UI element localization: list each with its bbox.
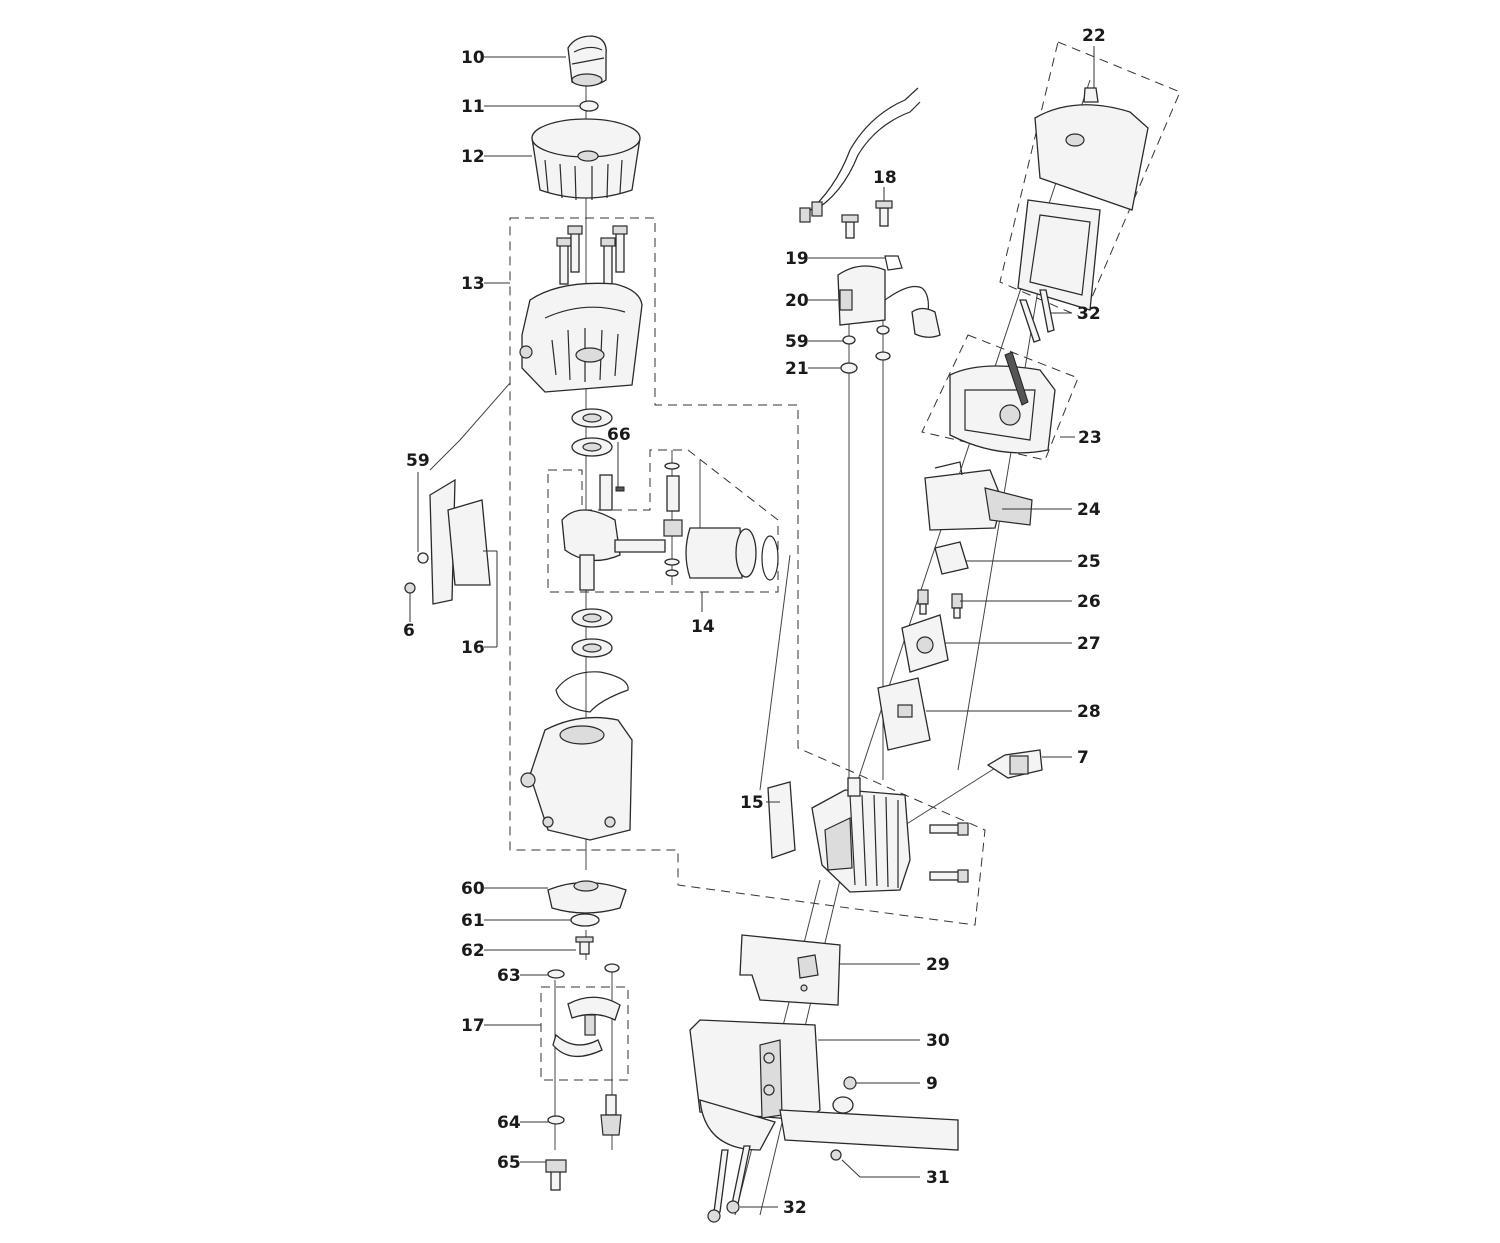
callout-17: 17: [461, 1016, 485, 1036]
part-32-bolts-lower: [707, 1145, 751, 1223]
part-23-filter-base: [949, 351, 1056, 454]
callout-31: 31: [926, 1168, 950, 1188]
callout-29: 29: [926, 955, 950, 975]
part-28-insulator: [877, 677, 931, 751]
callout-27: 27: [1077, 634, 1101, 654]
callout-20: 20: [785, 291, 809, 311]
crankshaft-bearings-lower: [571, 608, 613, 658]
crankcase-lower: [520, 716, 633, 841]
part-22-air-filter-cover: [1017, 87, 1149, 311]
part-7-spark-plug: [986, 749, 1043, 779]
part-6-screw: [404, 582, 416, 594]
part-63-washer: [547, 969, 565, 979]
part-16-intake-plate: [429, 478, 491, 605]
callout-59-left: 59: [406, 451, 430, 471]
part-25-gasket: [934, 541, 969, 575]
part-29-heat-shield: [739, 934, 841, 1006]
part-30-muffler: [689, 1019, 821, 1151]
group-14-outline: [547, 449, 779, 593]
callout-13: 13: [461, 274, 485, 294]
callout-26: 26: [1077, 592, 1101, 612]
callout-7: 7: [1077, 748, 1089, 768]
part-17-clutch: [552, 996, 621, 1057]
callout-28: 28: [1077, 702, 1101, 722]
callout-22: 22: [1082, 26, 1106, 46]
part-15-gasket: [767, 781, 796, 859]
part-18-screw: [875, 200, 893, 227]
callout-18: 18: [873, 168, 897, 188]
callout-12: 12: [461, 147, 485, 167]
part-13-crankcase-half: [519, 282, 643, 393]
part-14-crankshaft-piston: [561, 462, 779, 591]
callout-32-upper: 32: [1077, 304, 1101, 324]
callout-62: 62: [461, 941, 485, 961]
part-60-mount: [547, 880, 627, 914]
part-31-screw: [830, 1149, 842, 1161]
callout-30: 30: [926, 1031, 950, 1051]
callout-66: 66: [607, 425, 631, 445]
callout-6: 6: [403, 621, 415, 641]
callout-63: 63: [497, 966, 521, 986]
part-27-intake-adapter: [901, 614, 949, 673]
part-59-washer-left: [417, 552, 429, 564]
part-21-washer: [840, 362, 858, 374]
callout-25: 25: [1077, 552, 1101, 572]
callout-59-right: 59: [785, 332, 809, 352]
callout-11: 11: [461, 97, 485, 117]
callout-9: 9: [926, 1074, 938, 1094]
group-13-outline: [509, 217, 986, 926]
part-20-ignition-coil: [837, 265, 941, 338]
leader-lines: [409, 46, 1095, 1208]
muffler-bracket: [779, 1096, 959, 1151]
part-32-bolts-upper: [1019, 289, 1055, 343]
callout-14: 14: [691, 617, 715, 637]
callout-60: 60: [461, 879, 485, 899]
ignition-screw-left: [841, 214, 859, 239]
crankcase-bolts: [556, 225, 628, 285]
group-outlines: [509, 41, 1181, 1081]
callout-65: 65: [497, 1153, 521, 1173]
part-63-washer-b: [604, 963, 620, 973]
group-23-outline: [921, 334, 1079, 461]
part-26-screws: [917, 589, 963, 619]
part-19-clip: [884, 255, 903, 271]
callout-61: 61: [461, 911, 485, 931]
callout-19: 19: [785, 249, 809, 269]
part-64-washer: [547, 1115, 565, 1125]
part-11-washer: [579, 100, 599, 112]
callout-32-lower: 32: [783, 1198, 807, 1218]
callout-21: 21: [785, 359, 809, 379]
part-65-bolt: [545, 1159, 567, 1191]
ignition-wires: [799, 87, 921, 223]
callout-labels: 10 11 12 13 59 66 6 16 14 60 61 62 63 17…: [403, 26, 1106, 1218]
callout-16: 16: [461, 638, 485, 658]
part-9-nut: [843, 1076, 857, 1090]
group-22-outline: [999, 41, 1181, 319]
part-59-washer-right: [842, 335, 856, 345]
ignition-washer-b: [876, 325, 890, 335]
callout-10: 10: [461, 48, 485, 68]
crankcase-gasket: [555, 671, 629, 713]
part-24-carburetor: [924, 461, 1033, 531]
callout-23: 23: [1078, 428, 1102, 448]
callout-64: 64: [497, 1113, 521, 1133]
callout-15: 15: [740, 793, 764, 813]
part-66-key: [615, 486, 625, 492]
crankshaft-bearings-upper: [571, 408, 613, 457]
part-62-bolt: [575, 936, 594, 955]
cylinder: [811, 777, 969, 893]
ignition-washer-c: [875, 351, 891, 361]
callout-24: 24: [1077, 500, 1101, 520]
part-61-washer: [570, 913, 600, 927]
clutch-bolt-right: [600, 1094, 622, 1136]
part-12-flywheel: [531, 118, 641, 201]
part-10-starter-pulley: [567, 35, 607, 87]
